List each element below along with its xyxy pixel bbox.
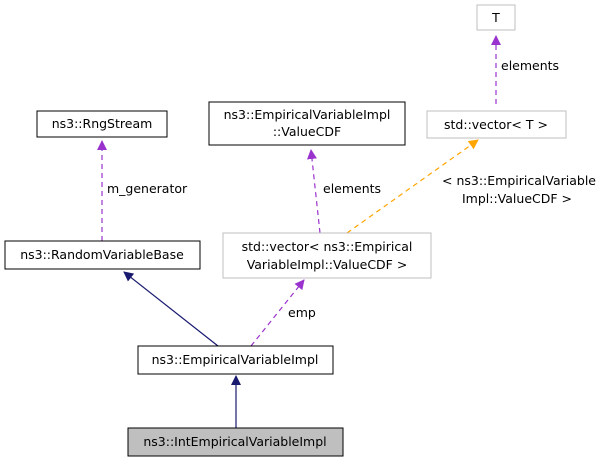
node-rngstream-label: ns3::RngStream <box>52 116 153 131</box>
node-valuecdf[interactable]: ns3::EmpiricalVariableImpl ::ValueCDF <box>208 101 406 146</box>
node-intempirical[interactable]: ns3::IntEmpiricalVariableImpl <box>127 427 344 457</box>
edge-label-m-generator: m_generator <box>107 181 188 196</box>
node-randombase-label: ns3::RandomVariableBase <box>20 247 184 262</box>
node-vector-cdf[interactable]: std::vector< ns3::Empirical VariableImpl… <box>222 232 432 279</box>
node-rngstream[interactable]: ns3::RngStream <box>36 110 168 138</box>
node-vector-cdf-line1: std::vector< ns3::Empirical <box>242 239 413 254</box>
node-intempirical-label: ns3::IntEmpiricalVariableImpl <box>143 434 326 449</box>
node-empirical[interactable]: ns3::EmpiricalVariableImpl <box>137 345 334 375</box>
edge-cdf-to-vector <box>306 149 321 234</box>
node-randombase[interactable]: ns3::RandomVariableBase <box>4 240 201 270</box>
edge-label-template-1: < ns3::EmpiricalVariable <box>442 173 596 188</box>
edge-label-cdf-elements: elements <box>323 181 381 196</box>
edge-label-emp: emp <box>288 305 316 320</box>
node-vector-cdf-line2: VariableImpl::ValueCDF > <box>247 257 408 272</box>
edge-label-template-2: Impl::ValueCDF > <box>462 191 572 206</box>
node-t-label: T <box>491 10 500 25</box>
edge-base-to-empirical <box>123 271 219 347</box>
node-vector-t-label: std::vector< T > <box>444 117 548 132</box>
edge-label-t-elements: elements <box>501 58 559 73</box>
node-valuecdf-line1: ns3::EmpiricalVariableImpl <box>224 107 391 122</box>
node-t[interactable]: T <box>476 4 516 31</box>
node-empirical-label: ns3::EmpiricalVariableImpl <box>152 352 319 367</box>
node-valuecdf-line2: ::ValueCDF <box>273 124 341 139</box>
node-vector-t[interactable]: std::vector< T > <box>426 110 567 139</box>
